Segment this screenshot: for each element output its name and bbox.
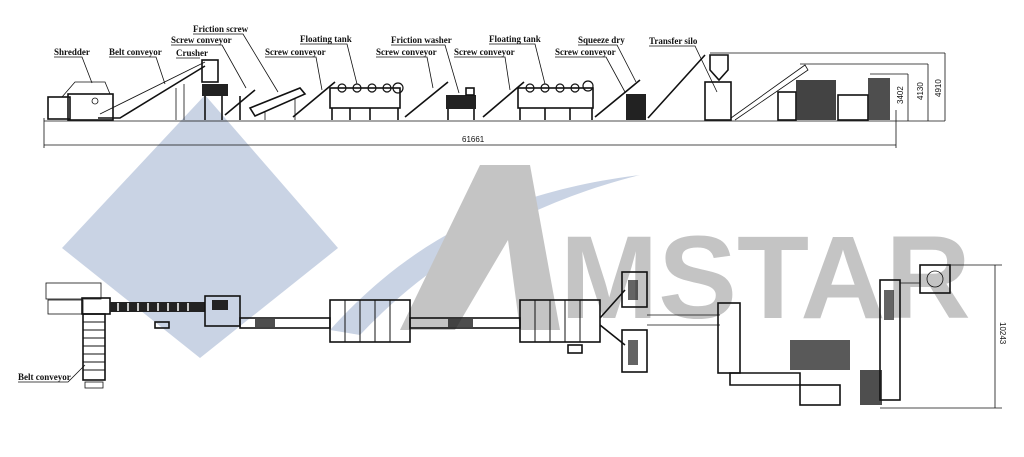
watermark-text: MSTAR: [560, 212, 971, 344]
watermark-letter-a: [400, 165, 560, 330]
label-crusher: Crusher: [176, 48, 208, 58]
watermark-diamond: [62, 95, 338, 358]
label-squeeze-dry: Squeeze dry: [578, 35, 625, 45]
dim-height-3: 4910: [934, 79, 943, 97]
label-shredder: Shredder: [54, 47, 90, 57]
label-friction-screw: Friction screw: [193, 24, 249, 34]
label-screw-conveyor-1: Screw conveyor: [171, 35, 232, 45]
label-plan-belt-conveyor: Belt conveyor: [18, 372, 71, 382]
dim-height-1: 3402: [896, 86, 905, 104]
shredder-machine: [47, 81, 114, 121]
label-screw-conveyor-2: Screw conveyor: [265, 47, 326, 57]
elevation-view: 61661 3402 4130 4910 Shredder Belt conve…: [43, 24, 946, 148]
labels: Shredder Belt conveyor Crusher Friction …: [54, 24, 718, 94]
dim-total-length: 61661: [462, 135, 485, 144]
label-floating-tank-2: Floating tank: [489, 34, 541, 44]
dim-plan-width: 10243: [998, 322, 1007, 345]
dim-height-2: 4130: [916, 82, 925, 100]
plan-view: 10243 Belt conveyor: [18, 264, 1007, 409]
label-screw-conveyor-4: Screw conveyor: [454, 47, 515, 57]
watermark-logo: MSTAR: [62, 95, 971, 358]
label-screw-conveyor-5: Screw conveyor: [555, 47, 616, 57]
label-screw-conveyor-3: Screw conveyor: [376, 47, 437, 57]
label-floating-tank-1: Floating tank: [300, 34, 352, 44]
label-transfer-silo: Transfer silo: [649, 36, 698, 46]
watermark-swoosh: [330, 175, 640, 335]
label-friction-washer: Friction washer: [391, 35, 452, 45]
label-belt-conveyor: Belt conveyor: [109, 47, 162, 57]
